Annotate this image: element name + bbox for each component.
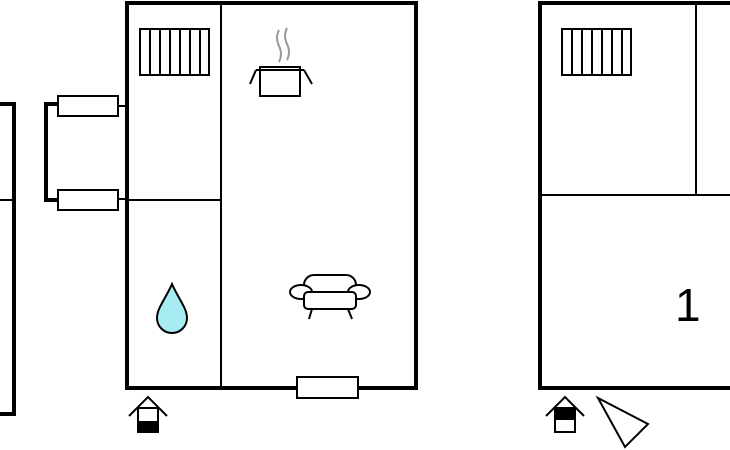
radiator-icon	[139, 28, 210, 76]
left-partial-building	[0, 102, 16, 416]
room-number-1: 1	[675, 279, 701, 331]
radiator-icon-2	[561, 28, 632, 76]
sofa-icon	[289, 274, 371, 320]
main-floor-plan	[125, 1, 418, 399]
right-partial-building	[538, 1, 730, 390]
cooking-pot-icon	[249, 27, 313, 97]
entrance-icon-2	[545, 395, 585, 433]
balcony-bay	[44, 95, 127, 211]
entrance-icon	[128, 395, 168, 433]
window-bottom	[57, 189, 119, 211]
water-drop-icon	[155, 281, 189, 334]
compass-icon	[595, 395, 650, 449]
window-bottom-main	[296, 376, 359, 399]
window-top	[57, 95, 119, 117]
